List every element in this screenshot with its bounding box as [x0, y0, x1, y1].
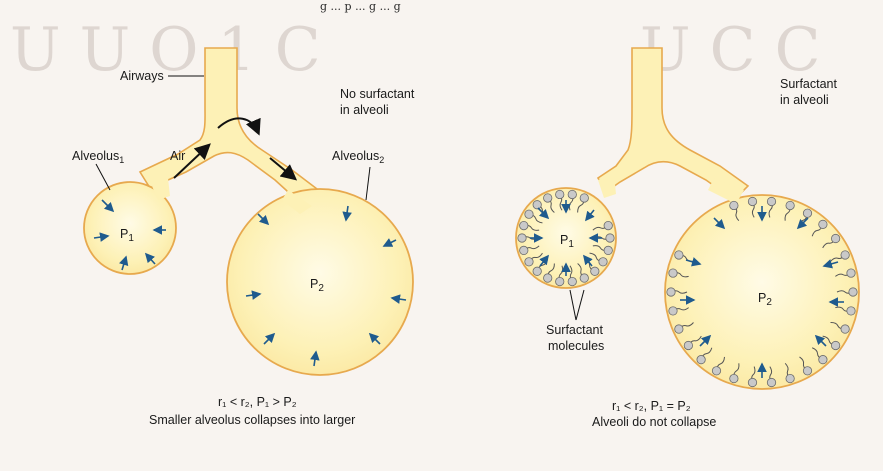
- left-title-line2: in alveoli: [340, 103, 389, 117]
- right-equation: r₁ < r₂, P₁ = P₂: [612, 399, 691, 413]
- left-alveolus-2: [227, 189, 413, 375]
- left-panel: Airways No surfactant in alveoli Air Alv…: [72, 48, 415, 427]
- svg-text:Alveolus1: Alveolus1: [72, 149, 124, 165]
- alveolus1-label: Alveolus1: [72, 149, 124, 165]
- alveolus2-label: Alveolus2: [332, 149, 384, 165]
- right-caption: Alveoli do not collapse: [592, 415, 716, 429]
- surfactant-leader-2: [576, 290, 584, 320]
- alveolus2-leader: [366, 167, 370, 200]
- right-title-line2: in alveoli: [780, 93, 829, 107]
- air-label: Air: [170, 149, 185, 163]
- airways-label: Airways: [120, 69, 164, 83]
- alveolus1-leader: [96, 164, 110, 190]
- surfactant-label-line2: molecules: [548, 339, 604, 353]
- surfactant-label-line1: Surfactant: [546, 323, 604, 337]
- right-title-line1: Surfactant: [780, 77, 838, 91]
- svg-text:U C C: U C C: [640, 15, 821, 85]
- left-equation: r₁ < r₂, P₁ > P₂: [218, 395, 297, 409]
- left-title-line1: No surfactant: [340, 87, 415, 101]
- svg-text:U U O 1 C: U U O 1 C: [10, 15, 321, 85]
- left-caption: Smaller alveolus collapses into larger: [149, 413, 355, 427]
- surfactant-leader-1: [570, 290, 576, 320]
- top-cropped-text: g ... p ... g ... g: [320, 0, 401, 13]
- right-panel: Surfactant in alveoli P1 P2 Surfactant m…: [516, 48, 859, 429]
- svg-text:Alveolus2: Alveolus2: [332, 149, 384, 165]
